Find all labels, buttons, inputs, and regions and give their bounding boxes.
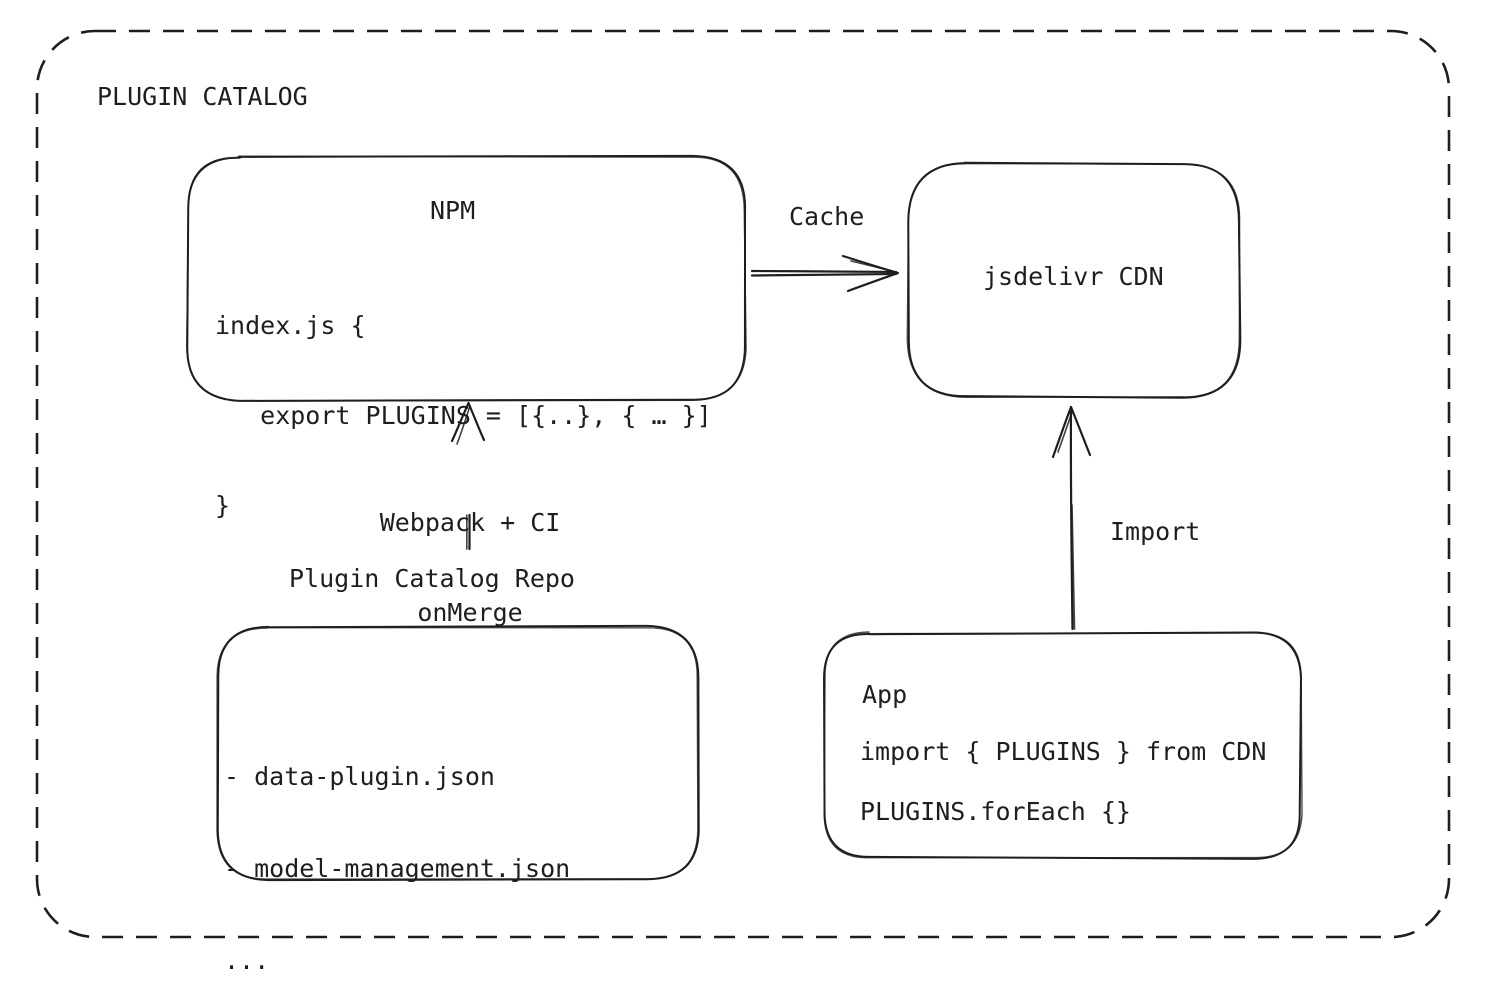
cdn-box [906,161,1242,399]
npm-title: NPM [430,196,476,225]
build-arrow [450,401,486,551]
frame-title: PLUGIN CATALOG [97,82,308,111]
npm-code-line: } [215,491,231,520]
cache-edge-label: Cache [789,202,865,231]
repo-items: - data-plugin.json - model-management.js… [224,701,570,1002]
cdn-label: jsdelivr CDN [983,262,1164,291]
app-code-line: PLUGINS.forEach {} [860,797,1131,826]
npm-code-line: export PLUGINS = [{..}, { … }] [215,401,712,430]
repo-item: - model-management.json [224,854,571,883]
app-code-line: import { PLUGINS } from CDN [860,737,1267,766]
npm-code-line: index.js { [215,311,366,340]
import-edge-label: Import [1110,517,1201,546]
build-edge-label: Webpack + CI onMerge [350,448,590,688]
import-arrow [1051,405,1092,631]
build-edge-label-line: Webpack + CI [379,508,561,537]
frame-border [35,29,1451,939]
npm-code: index.js { export PLUGINS = [{..}, { … }… [215,251,712,581]
repo-label: Plugin Catalog Repo [289,564,575,593]
repo-item: ... [224,946,270,975]
repo-box [216,624,700,882]
npm-box [186,154,747,402]
cache-arrow [750,254,900,293]
app-title: App [862,680,908,709]
repo-item: - data-plugin.json [224,762,495,791]
build-edge-label-line: onMerge [417,598,523,627]
app-box [823,631,1303,860]
